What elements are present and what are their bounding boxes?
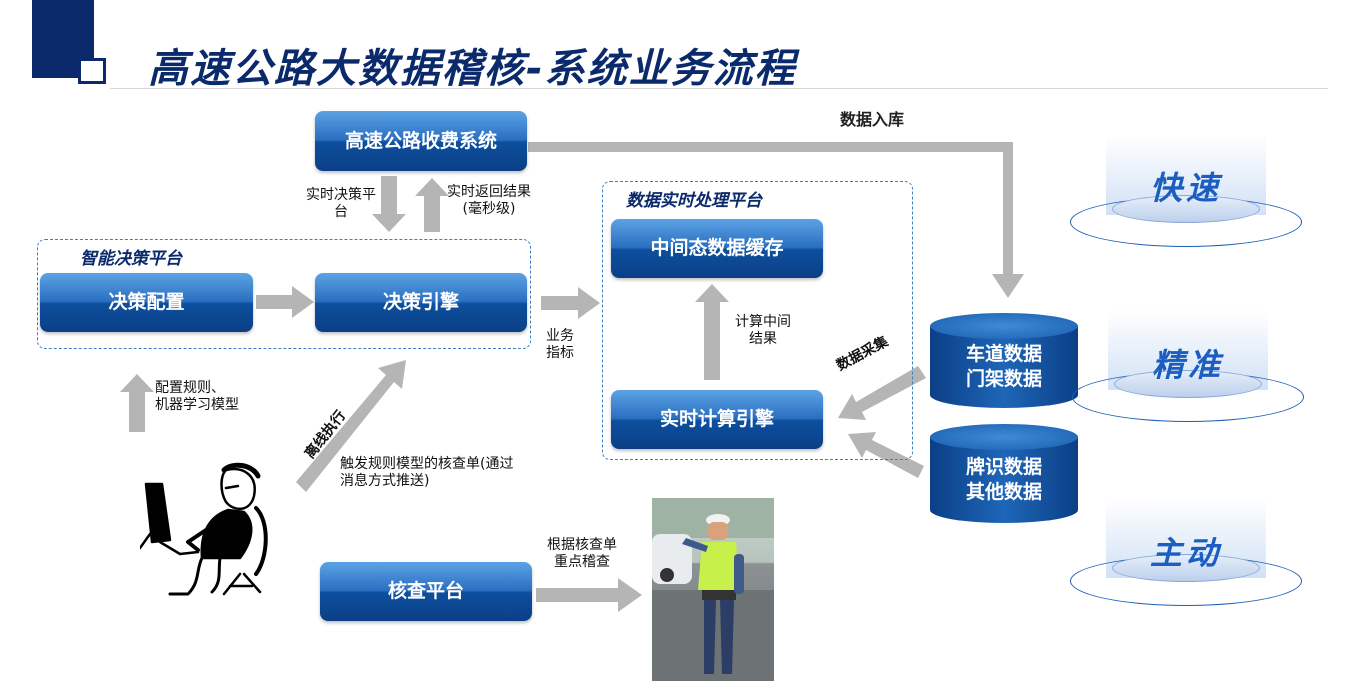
label-trigger: 触发规则模型的核查单(通过 消息方式推送) (340, 456, 513, 490)
feature-precise: 精准 (1072, 310, 1304, 430)
label-realtime-decision: 实时决策平 台 (302, 187, 380, 221)
arrow-realtime-decision (372, 176, 406, 232)
feature-proactive: 主动 (1070, 498, 1302, 618)
label-realtime-decision-line2: 台 (334, 203, 348, 220)
arrow-offline-exec (296, 360, 406, 492)
database-body: 车道数据 门架数据 (930, 326, 1078, 408)
realtime-platform-label: 数据实时处理平台 (626, 191, 762, 211)
database-top (930, 313, 1078, 339)
operator-illustration (140, 462, 268, 596)
label-check-line2: 重点稽查 (554, 553, 610, 570)
page-title: 高速公路大数据稽核-系统业务流程 (148, 46, 797, 92)
label-data-in: 数据入库 (840, 110, 905, 129)
database-lane-line2: 门架数据 (965, 368, 1042, 390)
label-biz-indicator: 业务 指标 (546, 328, 574, 362)
arrow-operator-to-config (120, 374, 154, 432)
label-realtime-return: 实时返回结果 (毫秒级) (443, 184, 535, 218)
database-plate-line1: 牌识数据 (965, 456, 1042, 479)
label-calc-intermediate-line1: 计算中间 (735, 314, 791, 330)
label-trigger-line1: 触发规则模型的核查单(通过 (340, 456, 514, 472)
label-check: 根据核查单 重点稽查 (547, 537, 617, 571)
label-biz-indicator-line2: 指标 (546, 344, 574, 361)
realtime-engine-box: 实时计算引擎 (611, 390, 823, 449)
officer-figure (652, 498, 774, 681)
label-config-rules-line1: 配置规则、 (155, 380, 225, 396)
arrow-engine-to-platform (541, 287, 600, 319)
arrow-calc-to-cache (695, 284, 729, 380)
traffic-officer-photo (652, 498, 774, 681)
realtime-platform-frame (602, 181, 913, 460)
arrow-realtime-return (415, 178, 449, 232)
label-realtime-return-line1: 实时返回结果 (447, 184, 531, 200)
verify-platform-box: 核查平台 (320, 562, 532, 621)
label-config-rules-line2: 机器学习模型 (155, 396, 239, 413)
database-top (930, 424, 1078, 450)
label-realtime-return-line2: (毫秒级) (462, 200, 516, 217)
feature-word: 快速 (1149, 169, 1222, 207)
feature-word: 主动 (1149, 534, 1222, 572)
intermediate-cache-box: 中间态数据缓存 (611, 219, 823, 278)
decision-platform-label: 智能决策平台 (80, 249, 182, 269)
toll-system-box: 高速公路收费系统 (315, 111, 527, 171)
decision-config-box: 决策配置 (40, 273, 253, 332)
database-body: 牌识数据 其他数据 (930, 437, 1078, 523)
database-lane-line1: 车道数据 (965, 343, 1042, 366)
feature-disc (1114, 370, 1262, 398)
feature-disc (1112, 554, 1260, 582)
label-calc-intermediate: 计算中间 结果 (735, 314, 791, 348)
arrow-plate-to-engine (848, 432, 924, 478)
label-trigger-line2: 消息方式推送) (340, 472, 430, 489)
label-calc-intermediate-line2: 结果 (749, 330, 777, 347)
feature-fast: 快速 (1070, 135, 1302, 255)
decision-engine-box: 决策引擎 (315, 273, 527, 332)
label-realtime-decision-line1: 实时决策平 (306, 187, 376, 203)
header-accent-square (78, 58, 106, 84)
arrow-lane-to-engine (838, 366, 926, 420)
feature-disc (1112, 195, 1260, 223)
header-divider (110, 88, 1328, 89)
label-config-rules: 配置规则、 机器学习模型 (155, 380, 239, 414)
database-plate-line2: 其他数据 (965, 481, 1042, 503)
arrow-verify-to-photo (536, 578, 642, 612)
decision-platform-frame (37, 239, 531, 349)
label-check-line1: 根据核查单 (547, 537, 617, 553)
arrow-config-to-engine (256, 286, 314, 318)
label-biz-indicator-line1: 业务 (546, 328, 574, 344)
feature-word: 精准 (1151, 346, 1224, 384)
